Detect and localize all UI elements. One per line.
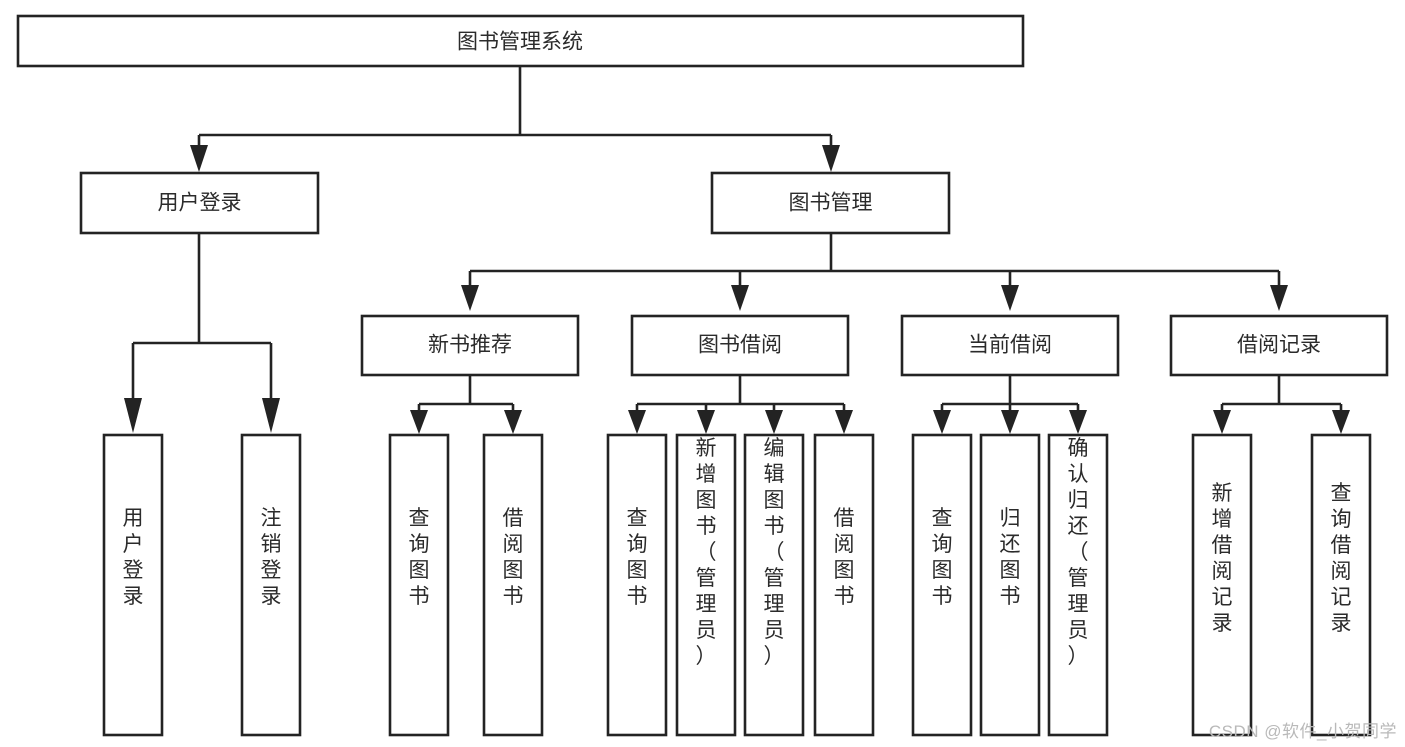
node-leaf-query-book-2[interactable]: 查询图书 xyxy=(606,433,668,737)
node-box xyxy=(813,433,875,737)
arrow-head-icon xyxy=(822,145,840,172)
node-label: 新增借阅记录 xyxy=(1212,482,1233,635)
node-label: 查询图书 xyxy=(932,507,953,608)
arrow-head-icon xyxy=(933,410,951,434)
connector-borrowrecord-to-leaves xyxy=(1213,375,1350,434)
arrow-head-icon xyxy=(410,410,428,434)
arrow-head-icon xyxy=(190,145,208,172)
node-label: 新增图书（管理员） xyxy=(696,437,717,668)
node-box xyxy=(1191,433,1253,737)
node-label: 用户登录 xyxy=(158,192,242,215)
node-label: 确认归还（管理员） xyxy=(1068,437,1089,668)
node-box xyxy=(911,433,973,737)
arrow-head-icon xyxy=(1270,285,1288,311)
node-leaf-return-book[interactable]: 归还图书 xyxy=(979,433,1041,737)
node-label: 当前借阅 xyxy=(968,334,1052,357)
node-label: 图书管理系统 xyxy=(457,31,583,54)
arrow-head-icon xyxy=(835,410,853,434)
arrow-head-icon xyxy=(262,398,280,433)
node-box xyxy=(482,433,544,737)
arrow-head-icon xyxy=(628,410,646,434)
node-box xyxy=(1169,314,1389,377)
arrow-head-icon xyxy=(1001,285,1019,311)
connector-userlogin-to-leaves xyxy=(124,233,280,433)
node-label: 借阅记录 xyxy=(1237,334,1321,357)
node-box xyxy=(900,314,1120,377)
arrow-head-icon xyxy=(697,410,715,434)
node-box xyxy=(630,314,850,377)
node-leaf-user-logout[interactable]: 注销登录 xyxy=(240,433,302,737)
node-borrow-record[interactable]: 借阅记录 xyxy=(1169,314,1389,377)
node-box xyxy=(79,171,320,235)
node-leaf-edit-book-admin[interactable]: 编辑图书（管理员） xyxy=(743,433,805,737)
arrow-head-icon xyxy=(1069,410,1087,434)
node-new-book-recommend[interactable]: 新书推荐 xyxy=(360,314,580,377)
node-label: 图书管理 xyxy=(789,192,873,215)
node-box xyxy=(710,171,951,235)
arrow-head-icon xyxy=(1213,410,1231,434)
node-label: 查询图书 xyxy=(409,507,430,608)
node-root[interactable]: 图书管理系统 xyxy=(16,14,1025,68)
connector-bookborrow-to-leaves xyxy=(628,375,853,434)
node-label: 查询借阅记录 xyxy=(1331,482,1352,635)
node-label: 借阅图书 xyxy=(503,507,524,608)
node-box xyxy=(102,433,164,737)
node-box xyxy=(743,433,805,737)
node-box xyxy=(1310,433,1372,737)
node-leaf-user-login[interactable]: 用户登录 xyxy=(102,433,164,737)
connector-root-to-level2 xyxy=(190,66,840,172)
node-label: 查询图书 xyxy=(627,507,648,608)
node-label: 归还图书 xyxy=(1000,507,1021,608)
node-label: 注销登录 xyxy=(261,507,282,608)
node-label: 新书推荐 xyxy=(428,334,512,357)
node-box xyxy=(388,433,450,737)
node-box xyxy=(240,433,302,737)
node-book-management[interactable]: 图书管理 xyxy=(710,171,951,235)
connector-newbook-to-leaves xyxy=(410,375,522,434)
arrow-head-icon xyxy=(124,398,142,433)
node-label: 编辑图书（管理员） xyxy=(764,437,785,668)
node-leaf-borrow-book-2[interactable]: 借阅图书 xyxy=(813,433,875,737)
node-box xyxy=(360,314,580,377)
arrow-head-icon xyxy=(731,285,749,311)
node-leaf-confirm-return-admin[interactable]: 确认归还（管理员） xyxy=(1047,433,1109,737)
node-book-borrow[interactable]: 图书借阅 xyxy=(630,314,850,377)
arrow-head-icon xyxy=(504,410,522,434)
connector-bookmgmt-to-level3 xyxy=(461,233,1288,311)
node-leaf-add-book-admin[interactable]: 新增图书（管理员） xyxy=(675,433,737,737)
node-label: 图书借阅 xyxy=(698,334,782,357)
connector-currentborrow-to-leaves xyxy=(933,375,1087,434)
arrow-head-icon xyxy=(1332,410,1350,434)
arrow-head-icon xyxy=(1001,410,1019,434)
node-label: 借阅图书 xyxy=(834,507,855,608)
node-box xyxy=(16,14,1025,68)
node-label: 用户登录 xyxy=(123,507,144,608)
node-box xyxy=(675,433,737,737)
node-leaf-add-borrow-record[interactable]: 新增借阅记录 xyxy=(1191,433,1253,737)
node-leaf-query-book-3[interactable]: 查询图书 xyxy=(911,433,973,737)
node-leaf-query-book-1[interactable]: 查询图书 xyxy=(388,433,450,737)
node-box xyxy=(979,433,1041,737)
node-user-login[interactable]: 用户登录 xyxy=(79,171,320,235)
node-current-borrow[interactable]: 当前借阅 xyxy=(900,314,1120,377)
node-leaf-query-borrow-record[interactable]: 查询借阅记录 xyxy=(1310,433,1372,737)
node-box xyxy=(606,433,668,737)
arrow-head-icon xyxy=(765,410,783,434)
arrow-head-icon xyxy=(461,285,479,311)
node-box xyxy=(1047,433,1109,737)
node-leaf-borrow-book-1[interactable]: 借阅图书 xyxy=(482,433,544,737)
